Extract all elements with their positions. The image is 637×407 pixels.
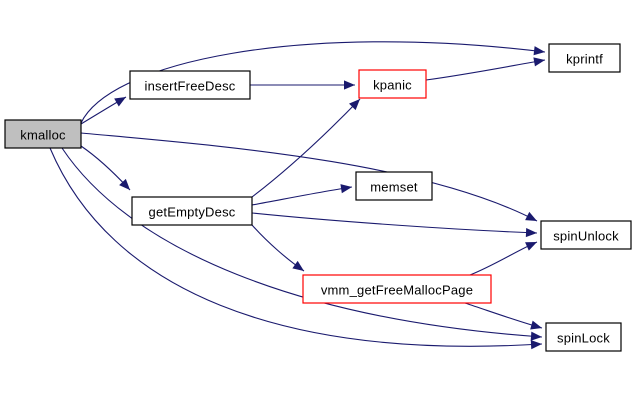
edge-line [61,147,543,338]
edge-line [80,41,546,124]
arrow-head-icon [344,80,355,90]
arrow-head-icon [530,320,542,330]
node-label-spinLock: spinLock [557,331,610,346]
edge-getEmptyDesc-to-kpanic [251,98,361,198]
node-vmm_getFreeMallocPage[interactable]: vmm_getFreeMallocPage [302,274,492,304]
arrow-head-icon [340,184,352,194]
node-label-kprintf: kprintf [566,52,603,67]
edge-line [251,98,361,198]
node-box-spinUnlock[interactable] [540,220,632,250]
nodes-layer: kmalloc insertFreeDesc kpanic kprintf getEmp… [4,43,632,352]
arrow-head-icon [119,178,130,190]
arrow-head-icon [525,242,537,251]
arrow-head-icon [525,211,537,221]
node-kprintf[interactable]: kprintf [548,43,621,73]
edge-insertFreeDesc-to-kpanic [250,80,355,90]
node-label-kmalloc: kmalloc [20,128,66,143]
edge-kmalloc-to-spinUnlock [80,132,538,222]
arrow-head-icon [530,340,542,350]
edge-kpanic-to-kprintf [425,57,546,81]
node-kpanic[interactable]: kpanic [358,69,427,99]
edge-getEmptyDesc-to-vmm_getFreeMallocPage [251,224,305,272]
node-label-memset: memset [370,180,418,195]
edges-layer [49,41,546,350]
node-spinUnlock[interactable]: spinUnlock [540,220,632,250]
node-kmalloc[interactable]: kmalloc [4,119,82,149]
arrow-head-icon [525,227,537,238]
node-box-kpanic[interactable] [358,69,427,99]
edge-kmalloc-to-spinLock [49,147,543,350]
node-box-spinLock[interactable] [545,322,622,352]
node-label-kpanic: kpanic [373,78,412,93]
edge-line [425,59,546,81]
node-spinLock[interactable]: spinLock [545,322,622,352]
arrow-head-icon [533,46,545,56]
edge-kmalloc-to-getEmptyDesc [80,145,131,191]
node-box-kprintf[interactable] [548,43,621,73]
edge-line [251,186,353,206]
node-box-memset[interactable] [355,171,433,201]
edge-line [49,147,543,347]
edge-line [469,241,538,276]
node-label-spinUnlock: spinUnlock [553,229,619,244]
node-box-vmm_getFreeMallocPage[interactable] [302,274,492,304]
node-box-kmalloc[interactable] [4,119,82,149]
node-box-insertFreeDesc[interactable] [129,70,251,100]
node-label-getEmptyDesc: getEmptyDesc [149,205,236,220]
edge-line [464,302,543,329]
node-label-vmm_getFreeMallocPage: vmm_getFreeMallocPage [321,283,473,298]
node-memset[interactable]: memset [355,171,433,201]
edge-line [251,212,538,234]
node-label-insertFreeDesc: insertFreeDesc [145,79,236,94]
edge-vmm_getFreeMallocPage-to-spinUnlock [469,241,538,276]
arrow-head-icon [533,57,545,67]
node-box-getEmptyDesc[interactable] [131,196,253,226]
edge-kmalloc-to-insertFreeDesc [80,96,127,125]
node-insertFreeDesc[interactable]: insertFreeDesc [129,70,251,100]
node-getEmptyDesc[interactable]: getEmptyDesc [131,196,253,226]
arrow-head-icon [530,331,542,341]
edge-getEmptyDesc-to-spinUnlock [251,212,538,238]
edge-getEmptyDesc-to-memset [251,184,353,206]
edge-vmm_getFreeMallocPage-to-spinLock [464,302,543,330]
edge-line [80,132,538,222]
edge-kmalloc-to-kprintf [80,41,546,124]
edge-kmalloc-to-spinLock [61,147,543,341]
arrow-head-icon [114,97,126,107]
arrow-head-icon [349,99,360,111]
arrow-head-icon [292,260,304,271]
